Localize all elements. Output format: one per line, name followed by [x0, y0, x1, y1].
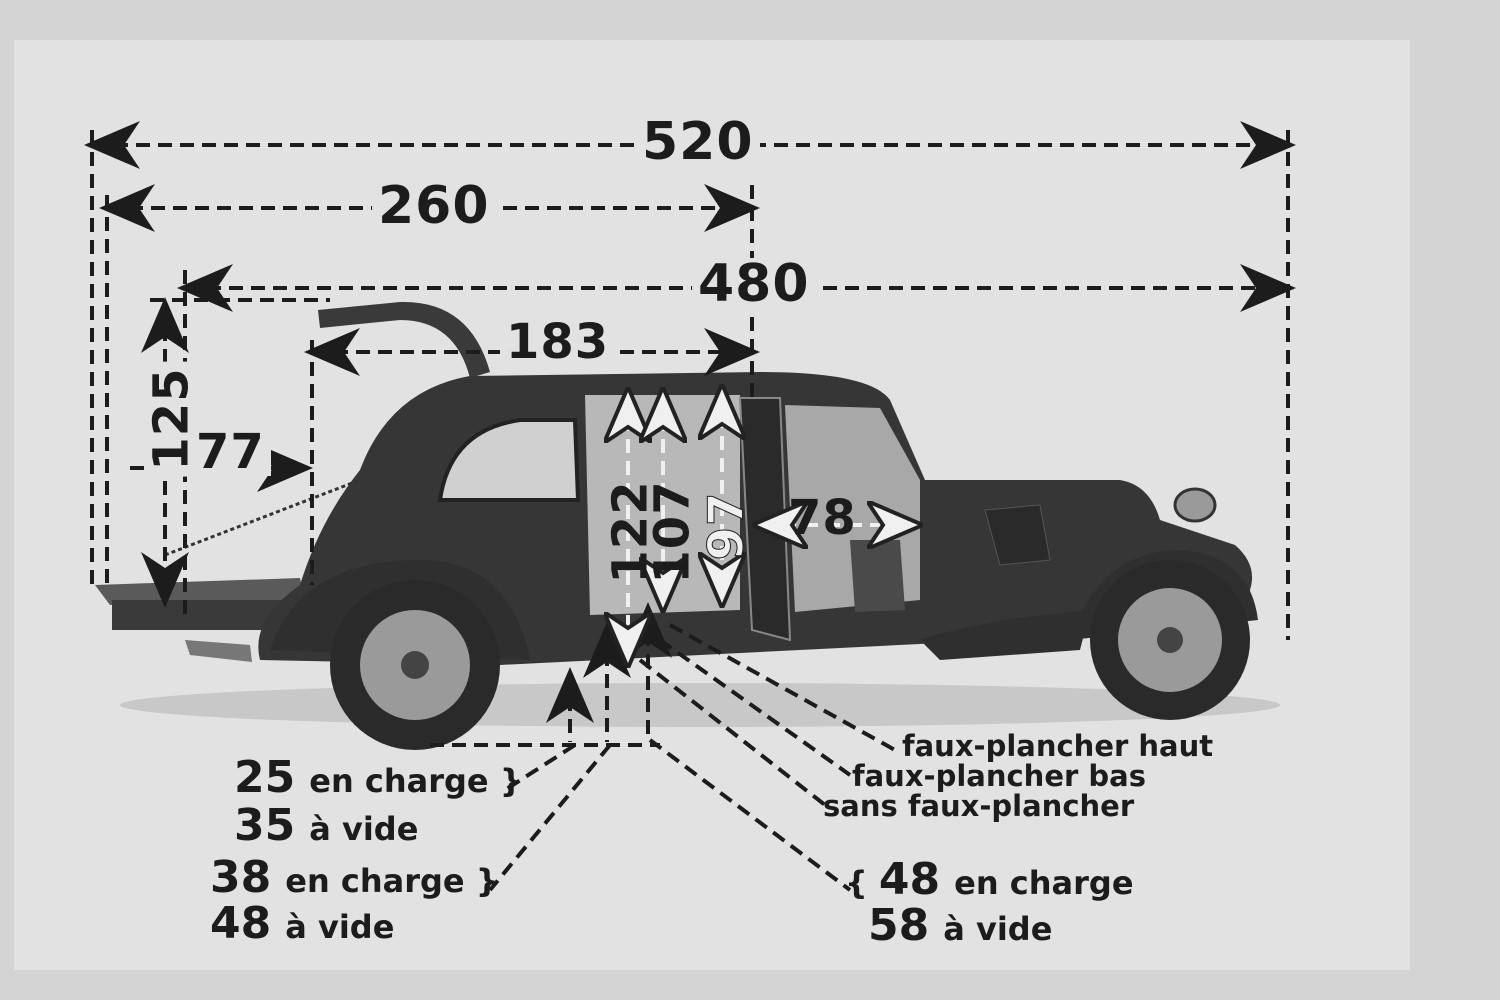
dimension-platform-depth: 77	[190, 428, 271, 476]
dimension-door-height-97: 97	[698, 491, 755, 561]
value: 58	[868, 900, 930, 951]
door-dimension-lines	[628, 392, 915, 660]
text: à vide	[309, 810, 419, 848]
text: à vide	[285, 908, 395, 946]
value: 25	[234, 752, 296, 803]
dimension-rear-opening: 183	[500, 318, 616, 366]
label-faux-plancher-haut: faux-plancher haut	[902, 729, 1214, 763]
front-wheel	[1090, 560, 1250, 720]
dimension-lines	[84, 121, 1296, 892]
dimension-260: 260	[372, 180, 496, 232]
label-sans-faux-plancher: sans faux-plancher	[823, 789, 1135, 823]
dimension-overall-length: 520	[636, 116, 760, 168]
dimension-door-height-107: 107	[644, 480, 701, 584]
value: 48	[210, 898, 272, 949]
dimension-body-length: 480	[692, 258, 816, 310]
text: en charge	[309, 762, 489, 800]
value: 48	[878, 854, 941, 905]
label-faux-plancher-bas: faux-plancher bas	[852, 759, 1146, 793]
dimension-tailgate-height: 125	[144, 361, 200, 477]
text: à vide	[943, 910, 1053, 948]
dimension-door-width: 78	[788, 490, 857, 546]
text: en charge	[954, 864, 1134, 902]
text: en charge	[285, 862, 465, 900]
rear-wheel	[330, 580, 500, 750]
value: 35	[234, 800, 296, 851]
value: 38	[210, 852, 272, 903]
